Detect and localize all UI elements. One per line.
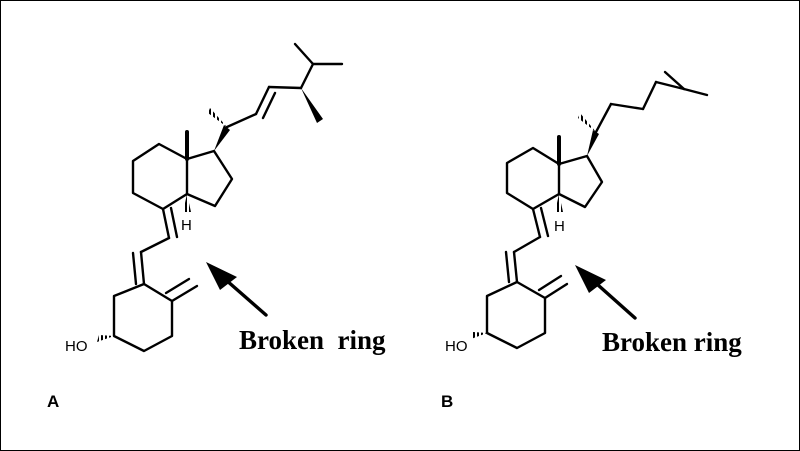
panel-label-a: A bbox=[47, 392, 59, 411]
hydrogen-label-b: H bbox=[554, 218, 565, 235]
hydroxyl-label-b: HO bbox=[445, 338, 468, 355]
panel-b: HO H Broken ring B bbox=[441, 70, 742, 411]
caption-b: Broken ring bbox=[602, 327, 742, 357]
hydrogen-label-a: H bbox=[181, 217, 192, 234]
molecule-b bbox=[471, 70, 709, 350]
caption-a: Broken ring bbox=[239, 325, 386, 355]
panel-a: HO H Broken ring A bbox=[47, 42, 386, 411]
hydroxyl-label-a: HO bbox=[65, 338, 88, 355]
panel-label-b: B bbox=[441, 392, 453, 411]
molecule-a bbox=[97, 42, 344, 353]
arrow-a bbox=[206, 262, 268, 317]
arrow-b bbox=[575, 265, 637, 320]
